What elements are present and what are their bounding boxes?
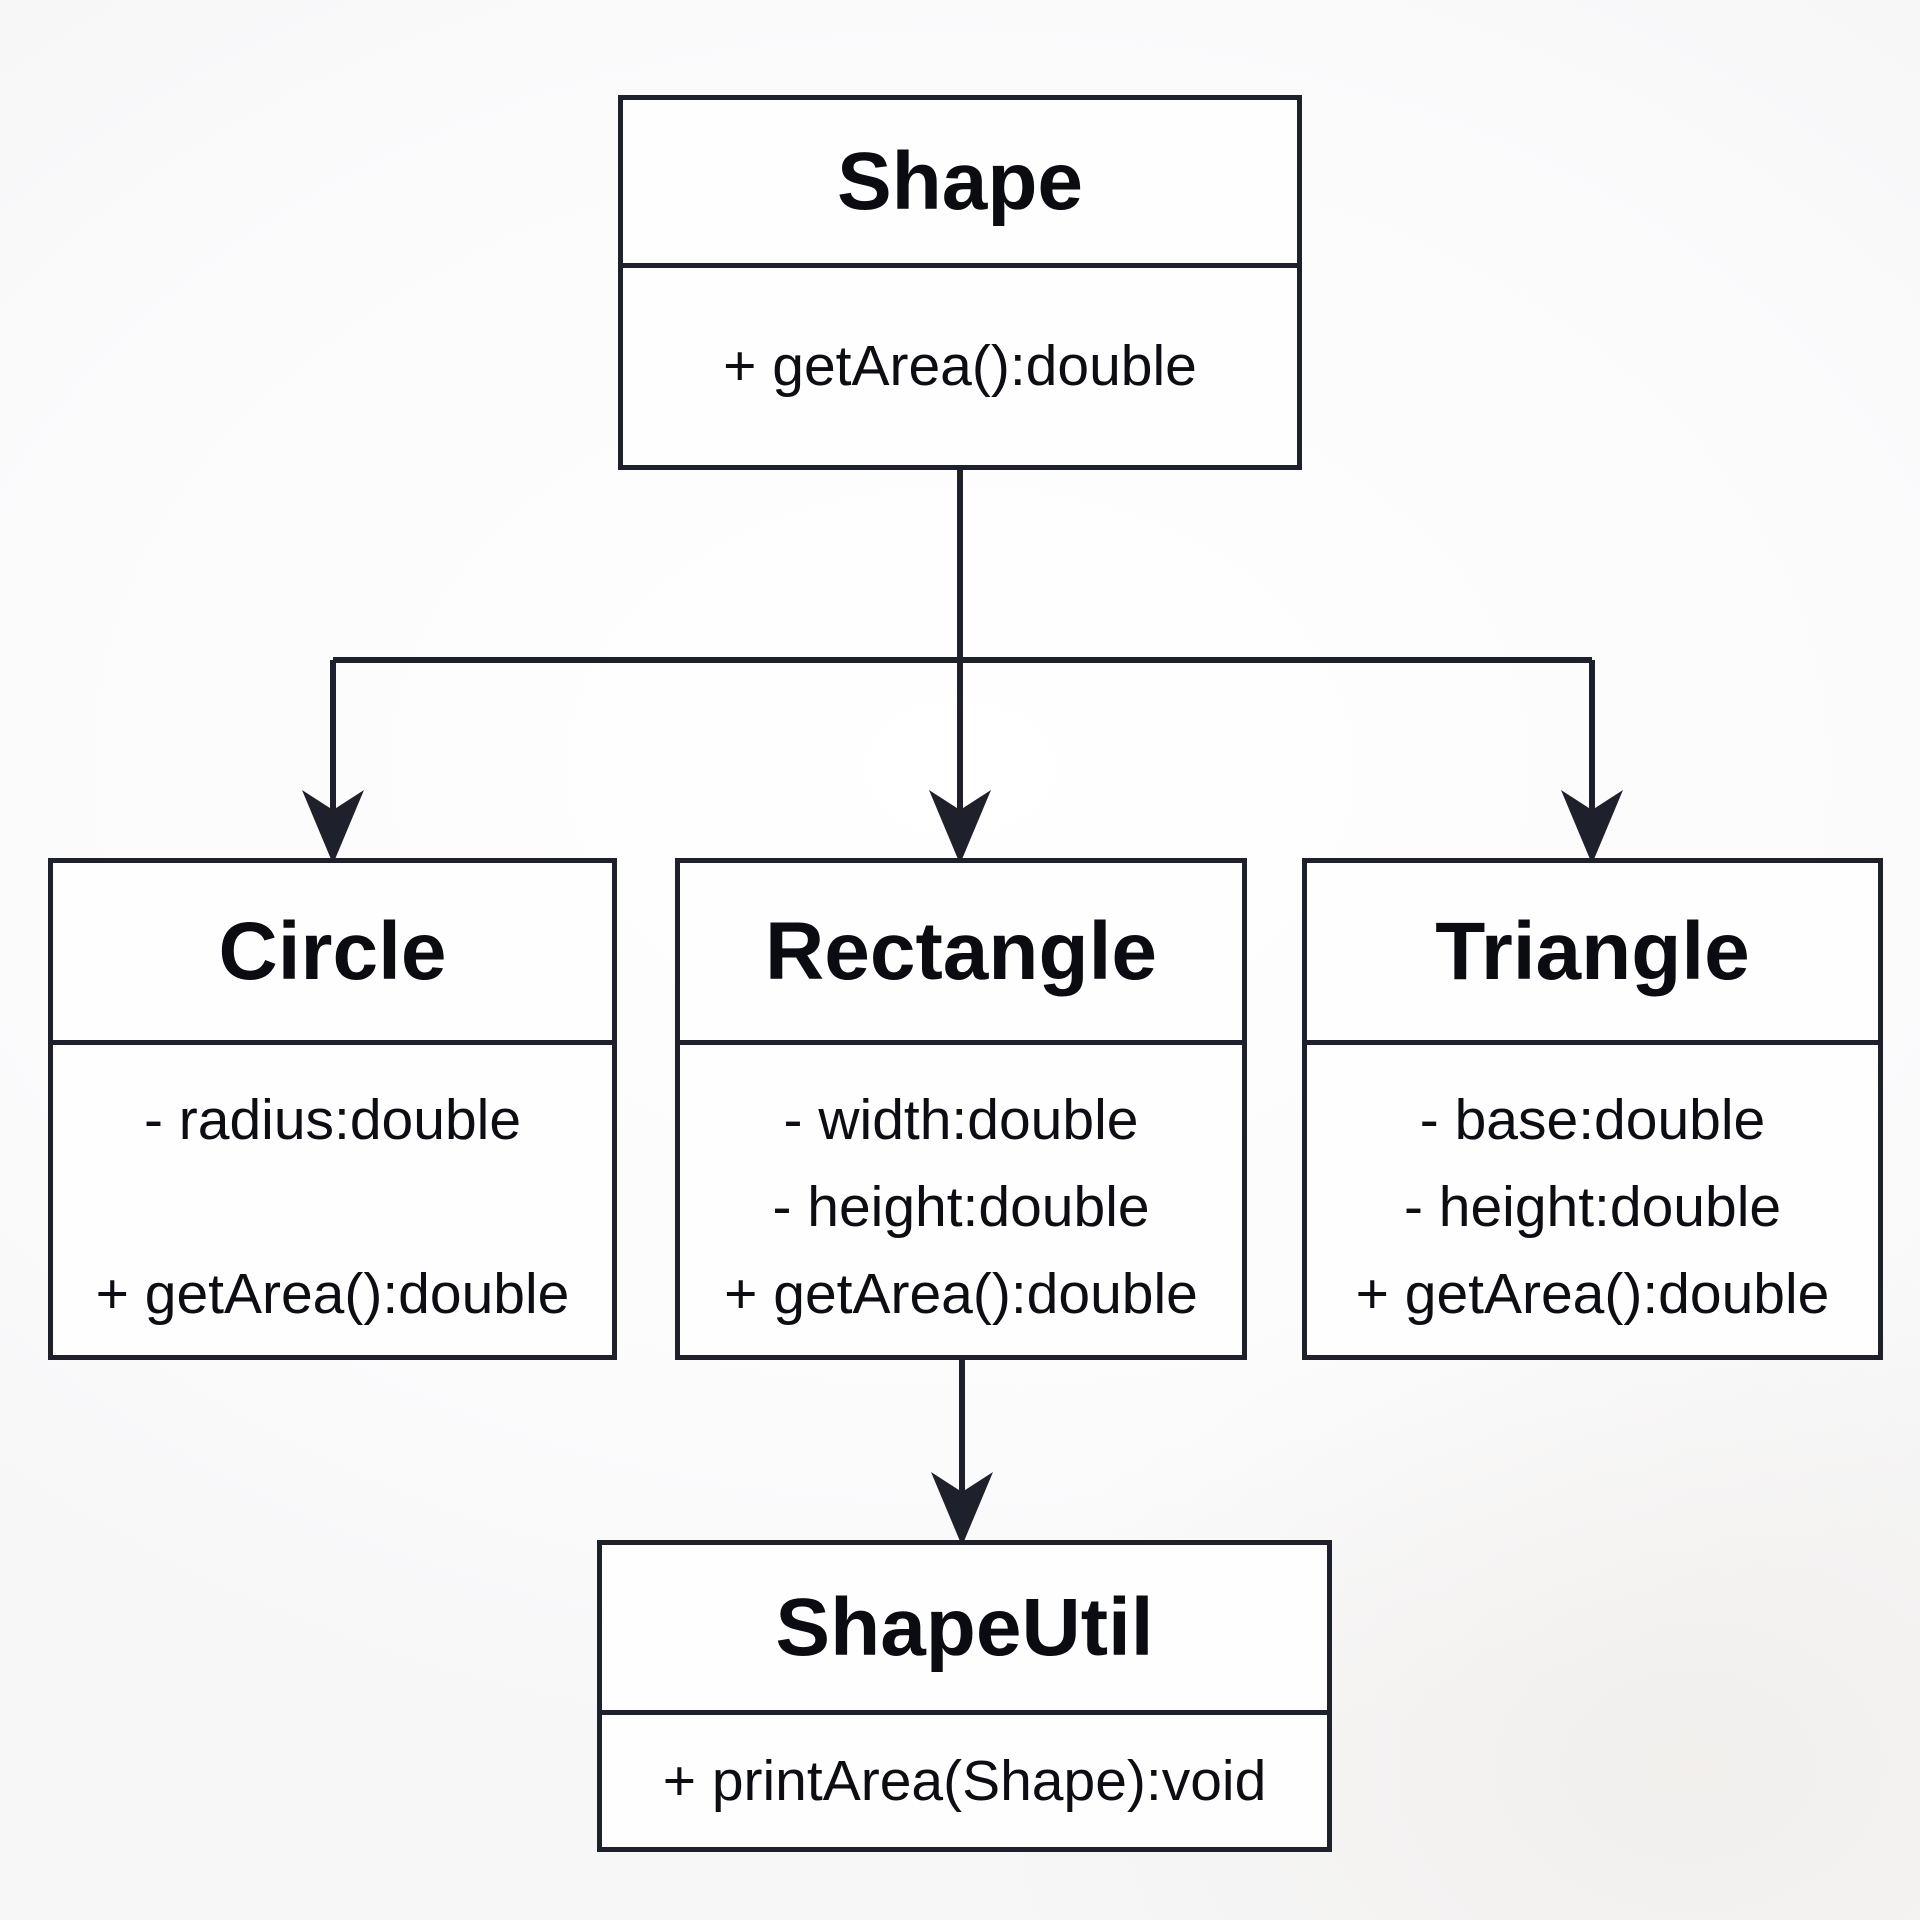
class-body-rectangle: - width:double - height:double + getArea… [680, 1040, 1242, 1355]
class-box-triangle: Triangle - base:double - height:double +… [1302, 858, 1883, 1360]
class-box-circle: Circle - radius:double + getArea():doubl… [48, 858, 617, 1360]
method-circle-getarea: + getArea():double [95, 1262, 570, 1326]
arrowhead-shapeutil-icon [931, 1472, 993, 1546]
method-shapeutil-printarea: + printArea(Shape):void [662, 1748, 1267, 1813]
class-body-circle: - radius:double + getArea():double [53, 1040, 612, 1355]
attribute-rectangle-height: - height:double [772, 1175, 1150, 1239]
class-title-shape: Shape [836, 135, 1084, 227]
class-title-triangle: Triangle [1435, 905, 1750, 997]
class-body-shapeutil: + printArea(Shape):void [602, 1710, 1327, 1847]
method-shape-getarea: + getArea():double [723, 334, 1197, 398]
class-title-rectangle: Rectangle [765, 905, 1157, 997]
attribute-rectangle-width: - width:double [783, 1088, 1139, 1152]
class-box-rectangle: Rectangle - width:double - height:double… [675, 858, 1247, 1360]
attribute-triangle-base: - base:double [1419, 1088, 1766, 1152]
attribute-circle-radius: - radius:double [143, 1088, 522, 1152]
attribute-triangle-height: - height:double [1403, 1175, 1782, 1239]
class-box-shape: Shape + getArea():double [618, 95, 1302, 470]
class-body-shape: + getArea():double [623, 263, 1297, 465]
class-title-shapeutil: ShapeUtil [775, 1581, 1154, 1673]
method-triangle-getarea: + getArea():double [1355, 1262, 1830, 1326]
class-box-shapeutil: ShapeUtil + printArea(Shape):void [597, 1540, 1332, 1852]
class-body-triangle: - base:double - height:double + getArea(… [1307, 1040, 1878, 1355]
method-rectangle-getarea: + getArea():double [724, 1262, 1198, 1326]
arrowhead-circle-icon [302, 790, 364, 864]
arrowhead-triangle-icon [1561, 790, 1623, 864]
arrowhead-rectangle-icon [929, 790, 991, 864]
class-title-circle: Circle [218, 905, 447, 997]
